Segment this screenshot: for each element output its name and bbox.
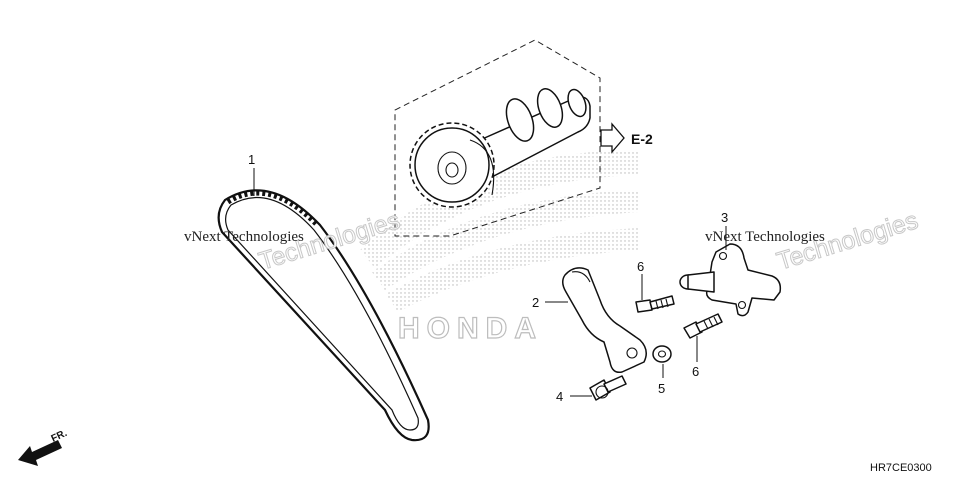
cam-sprocket-hub xyxy=(437,151,467,185)
callout-6-upper: 6 xyxy=(637,259,644,274)
cam-sprocket-rim xyxy=(469,139,495,196)
tensioner-lifter xyxy=(679,243,782,317)
callout-3: 3 xyxy=(721,210,728,225)
tensioner-arm-body xyxy=(562,267,647,374)
callout-1: 1 xyxy=(248,152,255,167)
watermark-left-line: vNext Technologies xyxy=(184,229,304,245)
callout-2: 2 xyxy=(532,295,539,310)
watermark-right-line: vNext Technologies xyxy=(705,229,825,245)
callout-6-lower: 6 xyxy=(692,364,699,379)
tensioner-arm-pivot-hole xyxy=(626,347,638,359)
leader-lines xyxy=(253,168,727,397)
front-direction-indicator: FR. xyxy=(18,428,69,466)
washer-5 xyxy=(652,345,672,363)
camshaft-dashed-box xyxy=(394,39,601,237)
tensioner-mount-hole-2 xyxy=(737,300,747,310)
front-arrow-icon xyxy=(18,440,62,466)
cam-chain xyxy=(217,189,430,442)
reference-label: E-2 xyxy=(631,131,653,147)
bolt-6-lower xyxy=(683,313,723,339)
cam-lobe-1 xyxy=(505,98,535,142)
reference-arrow-e2: E-2 xyxy=(600,122,653,154)
cam-sprocket xyxy=(414,127,490,203)
tensioner-arm-edge xyxy=(571,271,591,283)
tensioner-plunger-rod xyxy=(687,271,715,293)
tensioner-arm xyxy=(562,267,647,374)
honda-wing-watermark: HONDA xyxy=(360,150,640,346)
tensioner-lifter-body xyxy=(705,243,782,317)
callout-4: 4 xyxy=(556,389,563,404)
front-direction-label: FR. xyxy=(50,428,69,445)
tensioner-mount-hole-1 xyxy=(718,251,728,261)
callout-5: 5 xyxy=(658,381,665,396)
cam-shaft-end xyxy=(567,88,587,118)
cam-lobe-2 xyxy=(536,88,564,128)
camshaft-assembly xyxy=(394,39,601,237)
cam-sprocket-bore xyxy=(445,162,459,178)
hollow-arrow-icon xyxy=(600,122,625,154)
watermark-left: Technologies vNext Technologies xyxy=(184,206,404,276)
bolt-4 xyxy=(589,375,627,401)
bolt-6-upper xyxy=(635,295,675,313)
diagram-code: HR7CE0300 xyxy=(870,462,932,474)
honda-watermark-text: HONDA xyxy=(398,312,543,345)
